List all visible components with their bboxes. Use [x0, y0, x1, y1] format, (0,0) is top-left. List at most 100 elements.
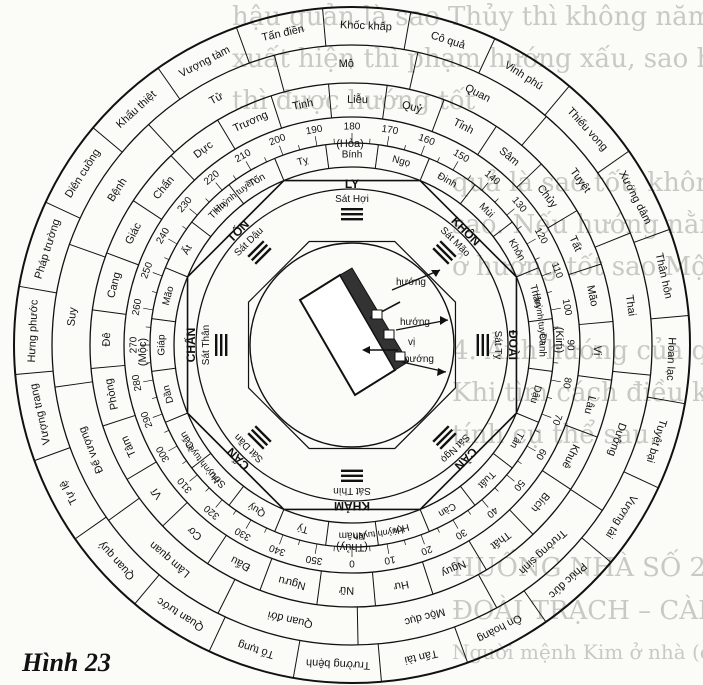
degree-label: 260: [131, 298, 145, 317]
outer-ring-label: Tố tụng: [236, 638, 275, 661]
trigram-line: [225, 334, 228, 356]
degree-label: 20: [419, 543, 434, 557]
outer-ring-label: Khẩu thiệt: [114, 89, 159, 131]
octagon-inner: [247, 240, 457, 450]
ring-circle: [51, 44, 653, 646]
outer-ring-label-divider: [235, 27, 250, 64]
mountain-label-divider: [492, 452, 513, 469]
degree-tick: [264, 157, 267, 163]
degree-tick: [550, 307, 561, 311]
mountain-label-divider: [374, 521, 379, 546]
outer-ring-label-divider: [292, 640, 301, 678]
degree-tick: [494, 487, 499, 492]
trigram-line: [341, 218, 363, 221]
mountain-label-divider: [325, 144, 330, 169]
degree-label: 250: [139, 260, 155, 280]
outer-ring-label-divider: [478, 38, 496, 74]
degree-tick: [386, 136, 390, 147]
degree-tick: [151, 291, 157, 294]
outer-ring-label: Quan quý: [96, 539, 137, 583]
star-label: Lâu: [582, 395, 598, 416]
outer-ring-label: Cô quả: [429, 30, 467, 52]
degree-label: 350: [305, 553, 324, 567]
trigram-sat: Sát Thìn: [333, 485, 371, 496]
degree-tick: [232, 175, 237, 180]
degree-tick: [189, 208, 198, 216]
degree-label: 200: [268, 132, 288, 148]
mountain-label-divider: [274, 158, 285, 181]
mountain-label-divider: [516, 412, 539, 423]
mountain-label: Nhâm: [339, 529, 366, 540]
degree-label: 100: [560, 298, 574, 317]
trigram-line: [247, 432, 265, 450]
degree-label: 10: [383, 553, 396, 566]
stage-label-divider: [521, 116, 547, 146]
degree-tick: [386, 543, 390, 554]
outer-ring-label-divider: [19, 285, 57, 294]
outer-ring-label: Tuyệt bại: [644, 418, 669, 464]
bg-line: ĐOÀI TRẠCH – CÀN HƯỚNG: [452, 596, 703, 626]
degree-label: 110: [549, 261, 565, 280]
degree-label: 280: [131, 373, 145, 392]
trigram-line: [254, 425, 272, 443]
star-label: Cơ: [185, 524, 204, 543]
mountain-label-divider: [228, 485, 245, 506]
star-label-divider: [133, 200, 162, 220]
outer-ring-label-divider: [454, 626, 469, 663]
ring-outlines: [13, 6, 691, 684]
trigram-line: [254, 247, 272, 265]
star-label: Giác: [123, 220, 144, 246]
degree-tick: [420, 534, 425, 545]
arrow-label: hướng: [404, 354, 434, 365]
stage-label: Quan đới: [267, 608, 314, 630]
outer-ring-label-divider: [403, 12, 412, 50]
outer-ring-label-divider: [581, 537, 612, 563]
outer-ring-label-divider: [134, 574, 160, 605]
degree-tick: [481, 499, 489, 508]
bg-line: 4. Ảnh hướng của quy pháp trường sinh: [452, 336, 703, 366]
degree-label: 290: [139, 409, 155, 429]
star-label: Cang: [105, 271, 123, 299]
element-east: (Mộc): [137, 338, 149, 366]
degree-tick: [205, 487, 210, 492]
trigram-line: [341, 213, 363, 216]
trigram-line: [250, 243, 269, 262]
outer-ring-label: Pháp trường: [33, 218, 63, 281]
stage-label-divider: [108, 497, 140, 521]
mountain-label: Mùi: [477, 201, 496, 220]
outer-ring-label-divider: [34, 447, 71, 462]
degree-tick: [526, 445, 536, 452]
trigram-line: [476, 334, 479, 356]
degree-tick: [182, 225, 187, 230]
stage-label: Tử: [207, 90, 226, 108]
stage-label: Mộc dục: [403, 605, 447, 627]
degree-tick: [534, 257, 540, 260]
star-label: Tất: [566, 234, 584, 253]
figure-caption: Hình 23: [22, 648, 111, 677]
degree-tick: [437, 527, 440, 533]
trigram-line: [250, 428, 269, 447]
mountain-label: Ất: [179, 242, 195, 257]
trigram-name: LY: [345, 177, 359, 191]
outer-ring-label: Trường bệnh: [306, 656, 371, 671]
bg-line: xuất hiện thì phạm hướng xấu, sao hậu xu…: [232, 44, 703, 74]
outer-ring-label: Tấn điền: [261, 23, 305, 44]
star-label: Hư: [392, 578, 410, 593]
degree-tick: [550, 379, 561, 383]
stage-label-divider: [54, 381, 93, 388]
star-label: Phòng: [103, 377, 121, 411]
mountain-label-divider: [459, 485, 476, 506]
degree-tick: [245, 161, 252, 171]
degree-tick: [403, 144, 406, 150]
star-label-divider: [92, 309, 127, 315]
degree-tick: [314, 136, 318, 147]
star-label: Nguy: [439, 557, 468, 579]
star-label: Đẩu: [229, 553, 252, 573]
mountain-label-divider: [492, 221, 513, 238]
outer-ring-label: Phúc đức: [546, 560, 589, 601]
degree-tick: [152, 413, 163, 418]
house-icon: [298, 267, 409, 397]
